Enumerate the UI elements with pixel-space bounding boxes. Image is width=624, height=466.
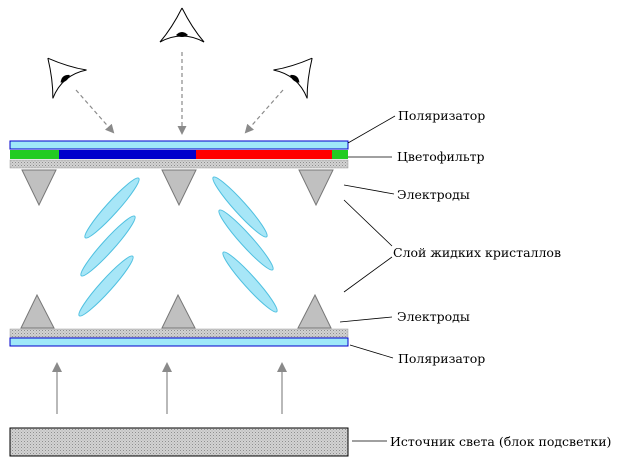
eye-icon xyxy=(47,57,87,99)
label-backlight: Источник света (блок подсветки) xyxy=(390,434,611,449)
electrode-strip-bottom xyxy=(9,328,349,338)
polarizer-bottom xyxy=(9,337,349,347)
eye-icon xyxy=(273,57,313,99)
electrode-bottom xyxy=(297,293,332,329)
electrode-top xyxy=(21,169,57,207)
electrode-bottom xyxy=(161,293,196,329)
label-electrodes-top: Электроды xyxy=(397,187,470,202)
eye-icon xyxy=(159,7,205,43)
backlight-unit xyxy=(9,427,349,457)
label-electrodes-bottom: Электроды xyxy=(397,309,470,324)
electrode-top xyxy=(161,169,197,207)
label-color-filter: Цветофильтр xyxy=(397,149,485,164)
liquid-crystal-molecules xyxy=(78,176,278,317)
electrode-bottom xyxy=(20,293,55,329)
label-polarizer-bottom: Поляризатор xyxy=(398,351,485,366)
arrow-icon xyxy=(244,89,284,134)
label-liquid-crystal: Слой жидких кристаллов xyxy=(393,245,561,260)
arrow-icon xyxy=(75,89,115,134)
polarizer-top xyxy=(9,140,349,150)
color-filter xyxy=(10,150,348,159)
label-polarizer-top: Поляризатор xyxy=(398,108,485,123)
electrode-top xyxy=(298,169,334,207)
leader-lines xyxy=(339,115,396,442)
electrode-strip-top xyxy=(9,159,349,169)
